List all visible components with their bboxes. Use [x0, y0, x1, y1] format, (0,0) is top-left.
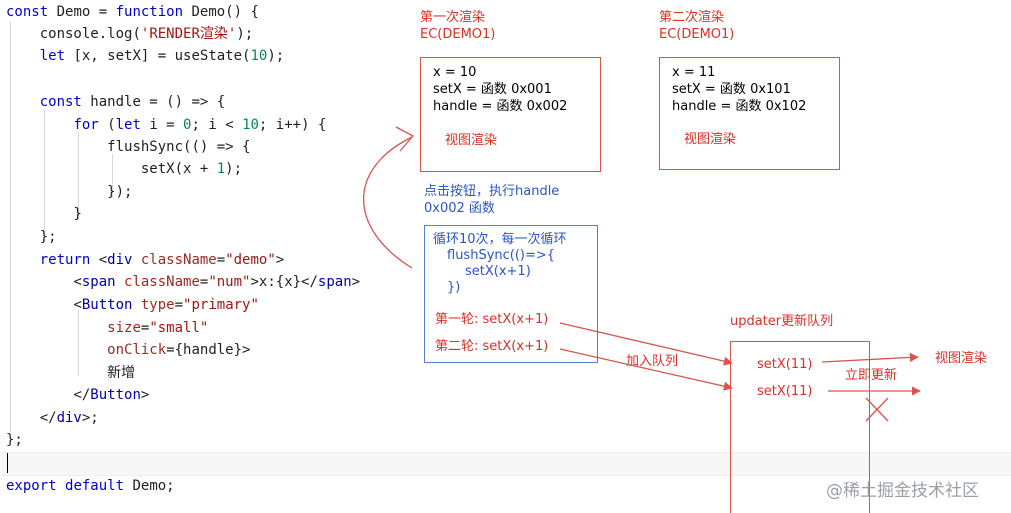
round-1-label: 第一轮: setX(x+1) [435, 312, 549, 327]
queue-item-1: setX(11) [757, 357, 813, 372]
round-1-arrow [559, 322, 733, 366]
curved-arrow-head [395, 126, 415, 152]
updater-queue-box: setX(11) setX(11) [730, 341, 870, 513]
code-line-3: let [x, setX] = useState(10); [39, 48, 285, 64]
code-line-20: }; [6, 432, 23, 448]
code-line-9: }); [107, 184, 133, 200]
indent-guide [78, 310, 79, 376]
ec2-handle-value: handle = 函数 0x102 [672, 99, 807, 114]
queue-item-2: setX(11) [757, 384, 813, 399]
current-line-highlight [0, 452, 1011, 476]
round-2-label: 第二轮: setX(x+1) [435, 339, 549, 354]
watermark: @稀土掘金技术社区 [826, 481, 979, 501]
code-line-export: export default Demo; [6, 478, 175, 494]
ec1-setx-value: setX = 函数 0x001 [433, 82, 552, 97]
click-handle-note: 点击按钮，执行handle [424, 184, 560, 199]
indent-guide [78, 132, 79, 220]
round-2-arrow [559, 348, 733, 391]
code-line-8: setX(x + 1); [140, 161, 243, 177]
code-line-5: const handle = () => { [39, 94, 226, 110]
code-line-15: size="small" [107, 320, 209, 336]
code-line-19: </div>; [39, 410, 99, 426]
code-line-18: </Button> [73, 387, 150, 403]
ec1-view-render: 视图渲染 [445, 133, 498, 148]
code-line-1: const Demo = function Demo() { [6, 4, 259, 20]
first-render-ec-box: x = 10 setX = 函数 0x001 handle = 函数 0x002… [420, 57, 601, 172]
updater-queue-title: updater更新队列 [730, 314, 834, 329]
second-render-title: 第二次渲染 [659, 10, 725, 25]
cancel-mark-line-b [865, 397, 889, 422]
curved-return-arrow [363, 136, 413, 269]
indent-guide [44, 110, 45, 242]
loop-close: }) [447, 280, 461, 295]
first-render-title: 第一次渲染 [420, 10, 486, 25]
loop-desc: 循环10次，每一次循环 [433, 232, 567, 247]
code-line-11: }; [39, 229, 57, 245]
join-queue-label: 加入队列 [626, 354, 679, 369]
code-line-14: <Button type="primary" [73, 297, 259, 313]
ec1-x-value: x = 10 [433, 65, 477, 80]
loop-flushsync: flushSync(()=>{ [447, 248, 556, 263]
ec1-handle-value: handle = 函数 0x002 [433, 99, 568, 114]
loop-setx: setX(x+1) [465, 264, 531, 279]
code-line-17: 新增 [107, 365, 136, 381]
view-render-label: 视图渲染 [935, 351, 988, 366]
indent-guide [112, 154, 113, 198]
indent-guide [10, 22, 11, 432]
second-render-ec-box: x = 11 setX = 函数 0x101 handle = 函数 0x102… [659, 57, 840, 170]
code-line-6: for (let i = 0; i < 10; i++) { [73, 117, 327, 133]
code-line-13: <span className="num">x:{x}</span> [73, 274, 361, 290]
loop-box: 循环10次，每一次循环 flushSync(()=>{ setX(x+1) })… [424, 225, 598, 363]
click-handle-fn: 0x002 函数 [424, 201, 495, 216]
code-line-2: console.log('RENDER渲染'); [39, 26, 254, 42]
code-line-16: onClick={handle}> [107, 342, 251, 358]
immediate-update-label: 立即更新 [845, 368, 898, 383]
code-line-12: return <div className="demo"> [39, 252, 285, 268]
text-cursor [7, 453, 8, 473]
code-line-7: flushSync(() => { [107, 139, 251, 155]
first-render-ec-label: EC(DEMO1) [420, 27, 496, 42]
second-render-ec-label: EC(DEMO1) [659, 27, 735, 42]
ec2-x-value: x = 11 [672, 65, 716, 80]
ec2-setx-value: setX = 函数 0x101 [672, 82, 791, 97]
code-editor: const Demo = function Demo() { console.l… [0, 0, 410, 513]
code-line-10: } [73, 206, 82, 222]
queue-to-render-arrow [821, 352, 919, 363]
ec2-view-render: 视图渲染 [684, 132, 737, 147]
